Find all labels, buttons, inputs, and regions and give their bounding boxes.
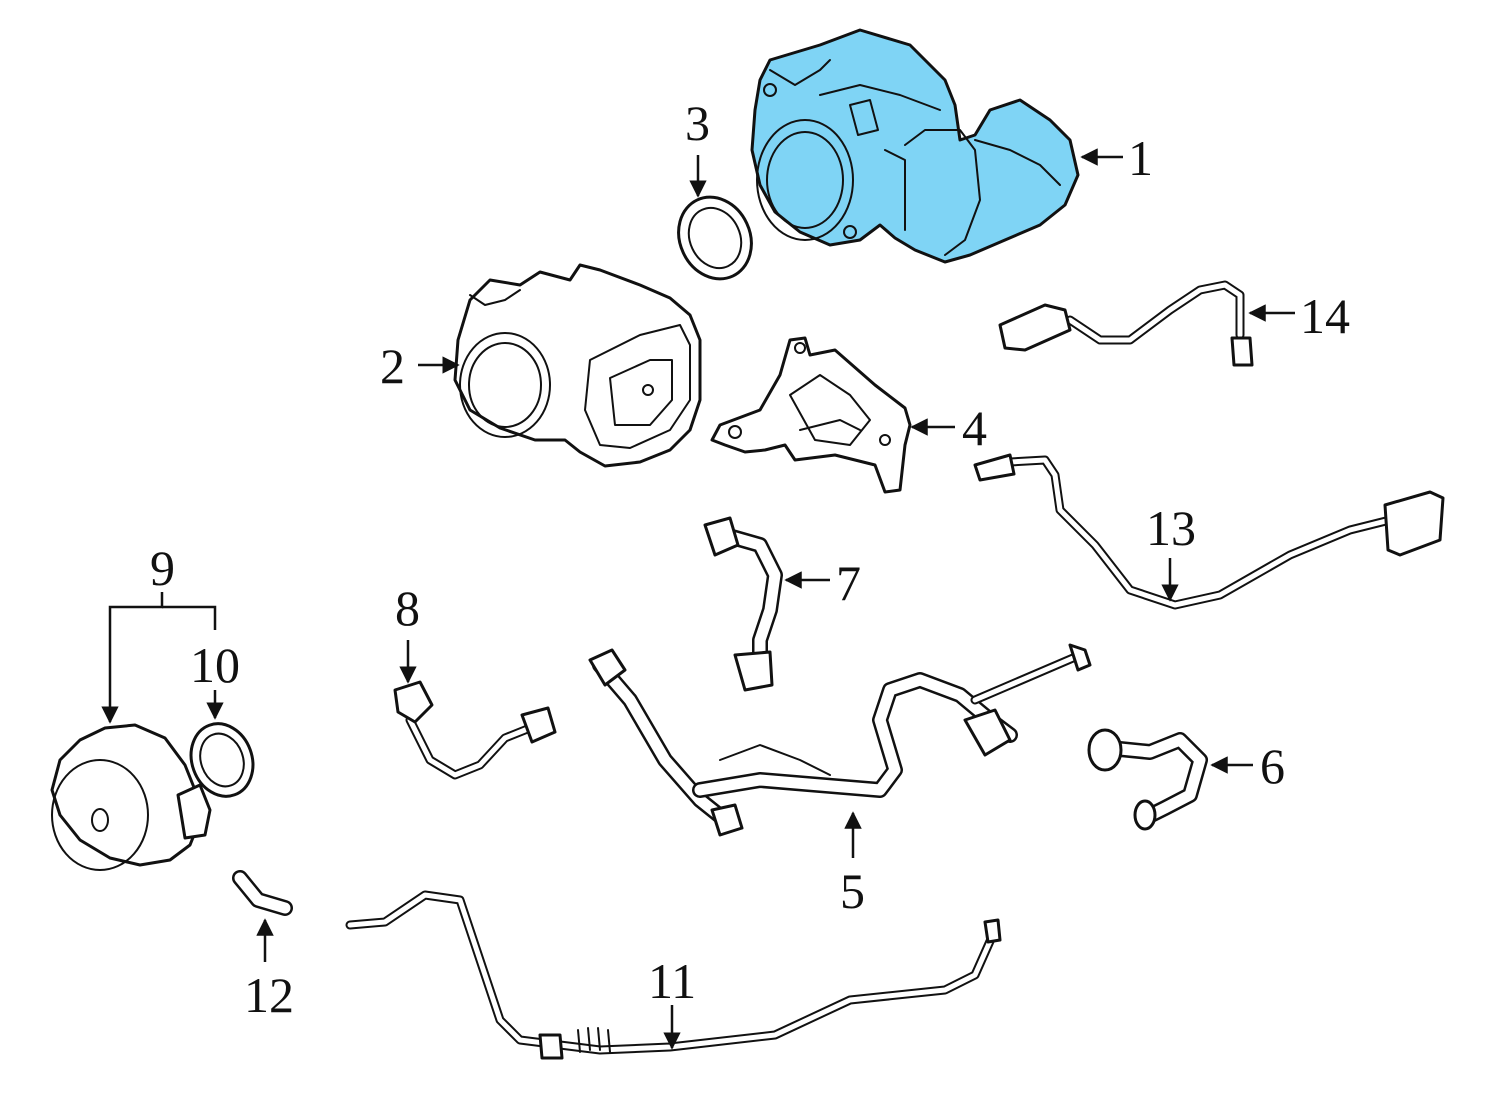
part-2-throttle-body[interactable] [453, 263, 702, 468]
callout-8[interactable]: 8 [395, 580, 420, 636]
callout-3[interactable]: 3 [685, 95, 710, 151]
leader-9-branch [162, 605, 217, 630]
part-5-bracket [719, 744, 831, 776]
part-8-end-fitting [520, 706, 557, 744]
part-9-shaft [91, 808, 109, 832]
part-2-inlet [459, 332, 551, 438]
part-10-gasket[interactable] [181, 715, 263, 805]
part-14-sensor-harness[interactable] [998, 280, 1254, 367]
part-2-top-ridge [469, 289, 521, 306]
part-1-actuator-lid [974, 139, 1061, 186]
part-6-elbow-hose[interactable] [1087, 728, 1208, 831]
callout-9[interactable]: 9 [150, 540, 175, 596]
part-2-cover-screw [642, 384, 654, 396]
part-9-inlet-nozzle [176, 783, 212, 840]
part-1-actuator [904, 129, 981, 256]
part-7-fitting-bottom [733, 650, 774, 692]
part-1-egr-valve-highlighted[interactable] [750, 28, 1080, 264]
callout-leaders [101, 148, 1295, 1050]
callout-numbers: 1 2 3 4 5 6 7 8 9 10 11 12 13 14 [150, 95, 1350, 1023]
part-4-outline [710, 336, 912, 494]
part-6-end-a [1087, 728, 1123, 772]
part-1-bore [766, 131, 844, 229]
part-6-end-b [1133, 799, 1157, 831]
part-1-top-edge [769, 59, 831, 86]
callout-10[interactable]: 10 [190, 637, 240, 693]
callout-7[interactable]: 7 [836, 555, 861, 611]
part-1-port [849, 99, 879, 136]
part-14-sensor-tip [1230, 336, 1254, 367]
part-8-vacuum-line[interactable] [393, 680, 557, 780]
part-1-seam [884, 149, 906, 231]
callout-2[interactable]: 2 [380, 338, 405, 394]
part-12-hose-piece[interactable] [232, 870, 293, 916]
part-9-face [51, 759, 149, 871]
part-13-connector [1383, 490, 1445, 557]
callout-14[interactable]: 14 [1300, 288, 1350, 344]
part-2-inlet-inner [468, 342, 542, 428]
part-2-cover [584, 324, 691, 449]
part-1-ridge [819, 84, 941, 111]
callout-11[interactable]: 11 [648, 953, 696, 1009]
part-8-connector [393, 680, 434, 724]
part-4-web [789, 374, 871, 446]
callout-5[interactable]: 5 [840, 863, 865, 919]
callout-4[interactable]: 4 [962, 400, 987, 456]
part-14-connector [998, 303, 1072, 352]
part-11-end [983, 918, 1002, 944]
part-4-rib [799, 419, 861, 431]
part-4-hole-2 [794, 342, 806, 354]
part-5-end-b [710, 803, 744, 837]
part-4-bracket[interactable] [710, 336, 912, 494]
part-11-clip [577, 1027, 611, 1053]
part-1-flange-face [756, 119, 854, 241]
part-4-hole [728, 425, 742, 439]
leader-9 [101, 592, 164, 724]
callout-13[interactable]: 13 [1146, 500, 1196, 556]
callout-12[interactable]: 12 [244, 967, 294, 1023]
part-5-end-c [1068, 643, 1092, 672]
part-5-end-a [588, 648, 627, 687]
part-11-coupling [538, 1033, 564, 1060]
callout-1[interactable]: 1 [1128, 130, 1153, 186]
part-5-clamp [963, 708, 1012, 757]
part-4-hole-3 [879, 434, 891, 446]
callout-6[interactable]: 6 [1260, 738, 1285, 794]
part-1-body [750, 28, 1080, 264]
part-1-bolt-hole-2 [843, 225, 857, 239]
part-5-coolant-hose[interactable] [588, 643, 1092, 837]
part-11-tube[interactable] [345, 890, 1002, 1060]
part-3-gasket[interactable] [666, 185, 765, 291]
part-9-water-pump[interactable] [50, 723, 212, 871]
part-13-sensor-tip [973, 453, 1016, 482]
part-7-hose[interactable] [703, 516, 783, 692]
part-13-sensor-harness[interactable] [973, 453, 1445, 610]
part-7-fitting-top [703, 516, 740, 557]
part-2-cover-panel [609, 359, 673, 426]
part-1-bolt-hole [763, 83, 777, 97]
